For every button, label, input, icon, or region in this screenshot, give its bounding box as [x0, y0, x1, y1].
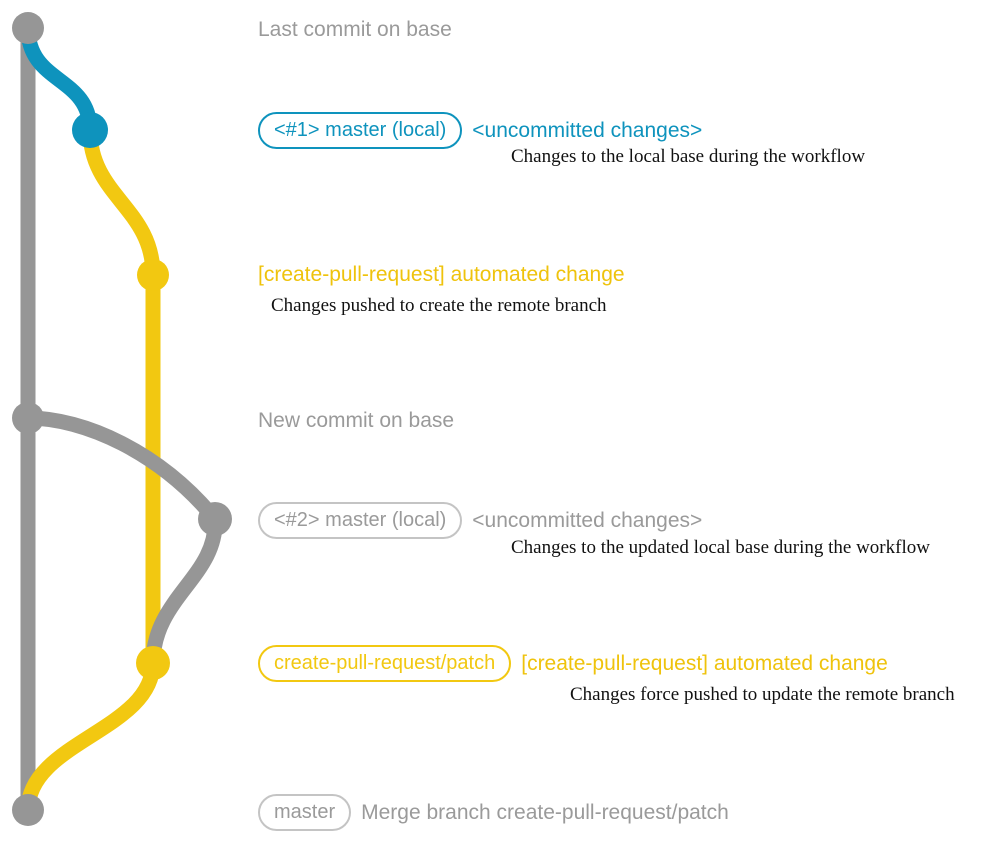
row-automated-change-2: create-pull-request/patch [create-pull-r…	[258, 645, 888, 682]
badge-master-local-1[interactable]: <#1> master (local)	[258, 112, 463, 149]
note-automated-change-2: Changes force pushed to update the remot…	[570, 684, 955, 705]
subject-merge-branch: Merge branch create-pull-request/patch	[361, 800, 729, 824]
node-local-1[interactable]	[72, 112, 108, 148]
gray-branch-line-to-patch	[145, 511, 223, 671]
headline-automated-change-1: [create-pull-request] automated change	[258, 263, 625, 286]
node-automated-change-2[interactable]	[136, 646, 170, 680]
row-merge-master: master Merge branch create-pull-request/…	[258, 794, 729, 831]
subject-uncommitted-changes-2: <uncommitted changes>	[472, 508, 703, 532]
note-local-2: Changes to the updated local base during…	[511, 537, 930, 558]
badge-master-local-2[interactable]: <#2> master (local)	[258, 502, 463, 539]
row-local-2: <#2> master (local) <uncommitted changes…	[258, 502, 702, 539]
node-new-commit-on-base[interactable]	[12, 402, 44, 434]
gray-branch-line-to-local2	[20, 410, 223, 527]
node-last-commit-on-base[interactable]	[12, 12, 44, 44]
subject-automated-change-2: [create-pull-request] automated change	[521, 651, 888, 675]
note-local-1: Changes to the local base during the wor…	[511, 146, 866, 167]
headline-last-commit-on-base: Last commit on base	[258, 18, 452, 41]
headline-new-commit-on-base: New commit on base	[258, 409, 455, 432]
badge-master[interactable]: master	[258, 794, 352, 831]
yellow-merge-line	[20, 655, 161, 818]
yellow-branch-line-upper	[82, 122, 161, 283]
badge-create-pull-request-patch[interactable]: create-pull-request/patch	[258, 645, 512, 682]
node-automated-change-1[interactable]	[137, 259, 169, 291]
row-local-1: <#1> master (local) <uncommitted changes…	[258, 112, 702, 149]
subject-uncommitted-changes-1: <uncommitted changes>	[472, 118, 703, 142]
node-local-2[interactable]	[198, 502, 232, 536]
node-merge-master[interactable]	[12, 794, 44, 826]
note-automated-change-1: Changes pushed to create the remote bran…	[271, 295, 607, 316]
